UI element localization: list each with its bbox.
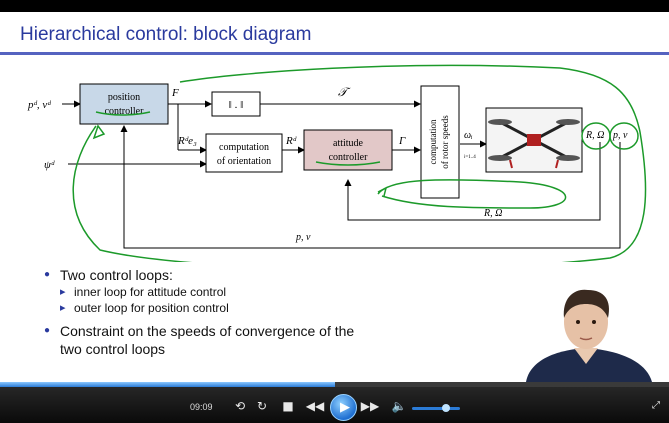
signal-label-omega: ωᵢ (464, 130, 473, 141)
attitude-controller-label-2: controller (329, 152, 369, 163)
position-controller-label-2: controller (105, 106, 145, 117)
fullscreen-icon[interactable]: ⤢ (652, 400, 660, 411)
signal-label-R-Omega-feedback: R, Ω (483, 208, 502, 219)
previous-icon[interactable]: ◀◀ (305, 399, 325, 413)
orientation-label-1: computation (219, 142, 269, 153)
handwritten-annotations (72, 64, 647, 262)
time-display: 09:09 (190, 402, 213, 412)
seek-bar-fill (0, 382, 335, 387)
signal-label-Rde3: Rᵈe₃ (177, 135, 197, 147)
signal-label-Gamma: Γ (398, 135, 406, 147)
slide-title: Hierarchical control: block diagram (20, 24, 312, 45)
norm-block (211, 91, 261, 117)
rewind-loop-icon[interactable]: ⟲ (234, 399, 246, 413)
attitude-controller-block (303, 129, 393, 171)
volume-icon[interactable]: 🔈 (391, 399, 407, 413)
next-icon[interactable]: ▶▶ (360, 399, 380, 413)
seek-bar[interactable] (0, 382, 669, 387)
presenter-figure (516, 280, 666, 382)
line-outer-feedback (120, 125, 621, 249)
player-control-bar: 09:09 ⟲ ↻ ■ ◀◀ ▶ ▶▶ 🔈 ⤢ (0, 382, 669, 423)
refresh-icon[interactable]: ↻ (256, 399, 268, 413)
volume-slider-knob[interactable] (441, 404, 450, 412)
position-controller-label-1: position (108, 92, 140, 103)
position-controller-block (79, 83, 169, 125)
signal-label-R-Omega-out: R, Ω (585, 130, 604, 141)
signal-label-Rd: Rᵈ (285, 135, 297, 147)
attitude-controller-label-1: attitude (333, 138, 364, 149)
lecture-slide: Hierarchical control: block diagram pᵈ, … (0, 12, 669, 382)
block-diagram: pᵈ, vᵈ ψᵈ position controller ‖ . ‖ (27, 64, 647, 262)
line-inner-feedback (344, 142, 601, 221)
presenter-video (516, 280, 666, 382)
rotor-speeds-label-1: computation (428, 119, 438, 164)
stop-icon[interactable]: ■ (282, 399, 294, 413)
bullet-item-2: Constraint on the speeds of convergence … (44, 322, 360, 358)
volume-slider[interactable] (412, 407, 460, 410)
quadrotor-image (485, 107, 583, 173)
play-icon: ▶ (340, 399, 350, 414)
signal-label-pv-feedback: p, v (295, 232, 311, 243)
signal-label-omega-sub: i=1..4 (464, 155, 476, 160)
signal-label-T: 𝒯 (338, 85, 351, 99)
input-label-pv: pᵈ, vᵈ (27, 99, 51, 111)
input-label-psi: ψᵈ (44, 159, 55, 171)
norm-label: ‖ . ‖ (229, 99, 243, 111)
rotor-speeds-label-2: of rotor speeds (440, 115, 450, 169)
sub-bullet-inner-loop: inner loop for attitude control (44, 284, 360, 300)
sub-bullet-outer-loop: outer loop for position control (44, 300, 360, 316)
orientation-block (205, 133, 283, 173)
orientation-label-2: of orientation (217, 156, 271, 167)
bullet-list: Two control loops: inner loop for attitu… (44, 266, 360, 358)
signal-label-pv-out: p, v (612, 130, 628, 141)
play-button[interactable]: ▶ (330, 394, 357, 421)
title-rule (0, 52, 669, 55)
signal-label-F: F (171, 87, 179, 99)
bullet-item-1: Two control loops: (44, 266, 360, 284)
